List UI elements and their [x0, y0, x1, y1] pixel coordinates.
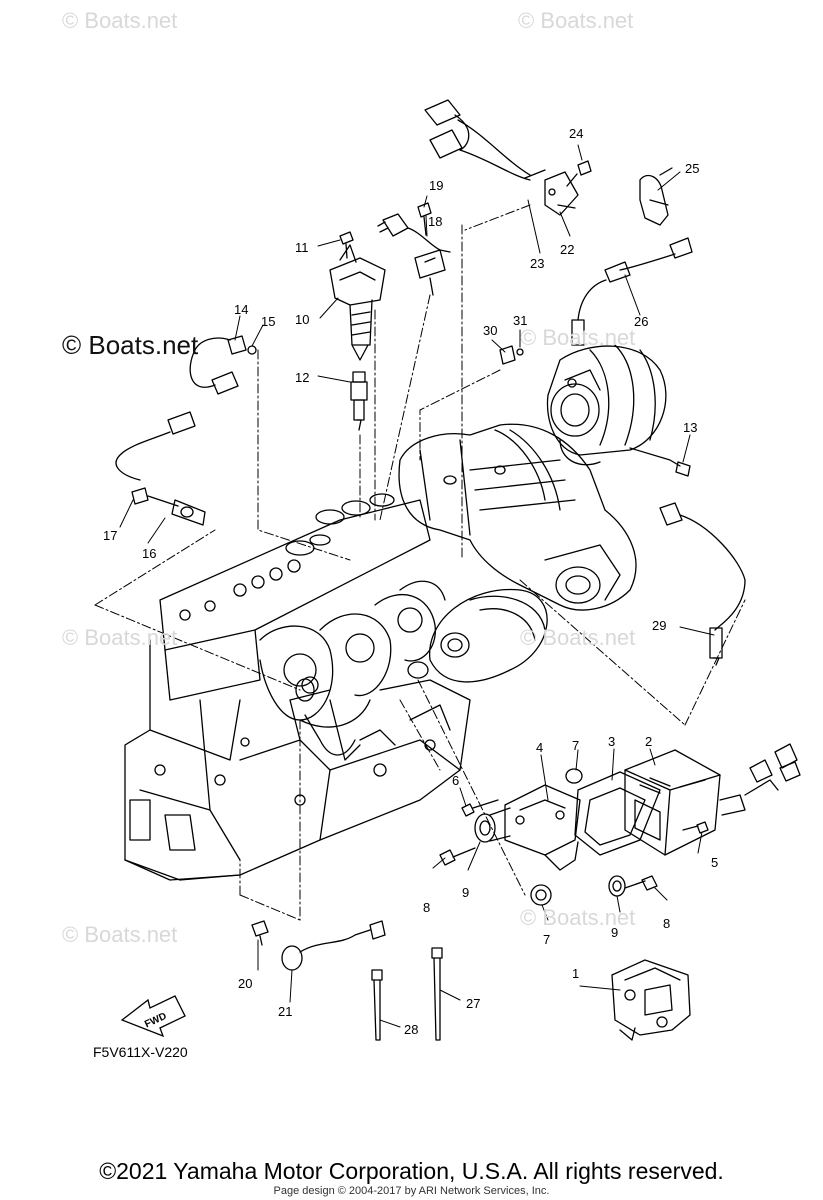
fwd-arrow: FWD: [120, 995, 186, 1038]
cable-tie-27: [431, 947, 443, 1041]
callout-20: 20: [238, 976, 253, 991]
cam-sensor-18: [377, 213, 451, 296]
bolt-11: [339, 231, 354, 259]
sensor-16-17: [115, 411, 206, 526]
sensor-13: [629, 447, 691, 477]
leader-lines: [94, 204, 746, 921]
callout-25: 25: [685, 161, 700, 176]
watermark: © Boats.net: [62, 625, 178, 650]
callout-22: 22: [560, 242, 575, 257]
callout-24: 24: [569, 126, 584, 141]
watermark: © Boats.net: [62, 8, 178, 33]
fwd-label: FWD: [143, 1011, 168, 1031]
callout-27: 27: [466, 996, 481, 1011]
watermark: © Boats.net: [62, 922, 178, 947]
clamp-25: [639, 167, 673, 226]
callout-23: 23: [530, 256, 545, 271]
callout-3: 3: [608, 734, 616, 749]
watermark: © Boats.net: [62, 330, 199, 360]
callout-8: 8: [423, 900, 431, 915]
callout-2: 2: [645, 734, 653, 749]
ecu-module-1: [611, 959, 691, 1041]
callout-26: 26: [634, 314, 649, 329]
callout-15: 15: [261, 314, 276, 329]
sensor-14-15: [189, 335, 257, 395]
callout-11: 11: [295, 240, 309, 255]
wire-harness-top: [424, 99, 579, 216]
watermark: © Boats.net: [520, 625, 636, 650]
callout-29: 29: [652, 618, 667, 633]
bolt-24: [566, 160, 592, 187]
watermark: © Boats.net: [520, 325, 636, 350]
temp-sensor-26: [571, 237, 693, 346]
sensor-20: [251, 920, 269, 946]
callout-5: 5: [711, 855, 719, 870]
callout-9: 9: [462, 885, 470, 900]
supercharger-assembly: [398, 344, 667, 611]
callout-9-right: 9: [611, 925, 619, 940]
callout-10: 10: [295, 312, 310, 327]
ecu-bracket-assembly: [439, 743, 801, 906]
callout-6: 6: [452, 773, 460, 788]
callout-14: 14: [234, 302, 249, 317]
callout-21: 21: [278, 1004, 293, 1019]
watermark: © Boats.net: [518, 8, 634, 33]
clip-30-31: [499, 345, 524, 365]
sensor-29: [659, 502, 746, 666]
page-design-credit: Page design © 2004-2017 by ARI Network S…: [273, 1185, 550, 1197]
callout-7: 7: [572, 738, 580, 753]
watermark: © Boats.net: [520, 905, 636, 930]
knock-sensor-21: [281, 920, 386, 971]
callout-13: 13: [683, 420, 698, 435]
engine-block: [124, 493, 548, 881]
callout-leaders: [119, 144, 715, 1028]
callout-17: 17: [103, 528, 118, 543]
copyright-notice: ©2021 Yamaha Motor Corporation, U.S.A. A…: [99, 1158, 724, 1184]
callout-19: 19: [429, 178, 444, 193]
callout-28: 28: [404, 1022, 419, 1037]
ignition-coil-10: [329, 244, 386, 361]
callout-4: 4: [536, 740, 544, 755]
callout-7-lower: 7: [543, 932, 551, 947]
callout-12: 12: [295, 370, 310, 385]
diagram-reference-code: F5V611X-V220: [93, 1044, 188, 1060]
callout-18: 18: [428, 214, 443, 229]
callout-1: 1: [572, 966, 580, 981]
callout-16: 16: [142, 546, 157, 561]
callout-30: 30: [483, 323, 498, 338]
spark-plug-12: [350, 371, 368, 431]
cable-tie-28: [371, 969, 383, 1041]
callout-31: 31: [513, 313, 528, 328]
callout-8-right: 8: [663, 916, 671, 931]
